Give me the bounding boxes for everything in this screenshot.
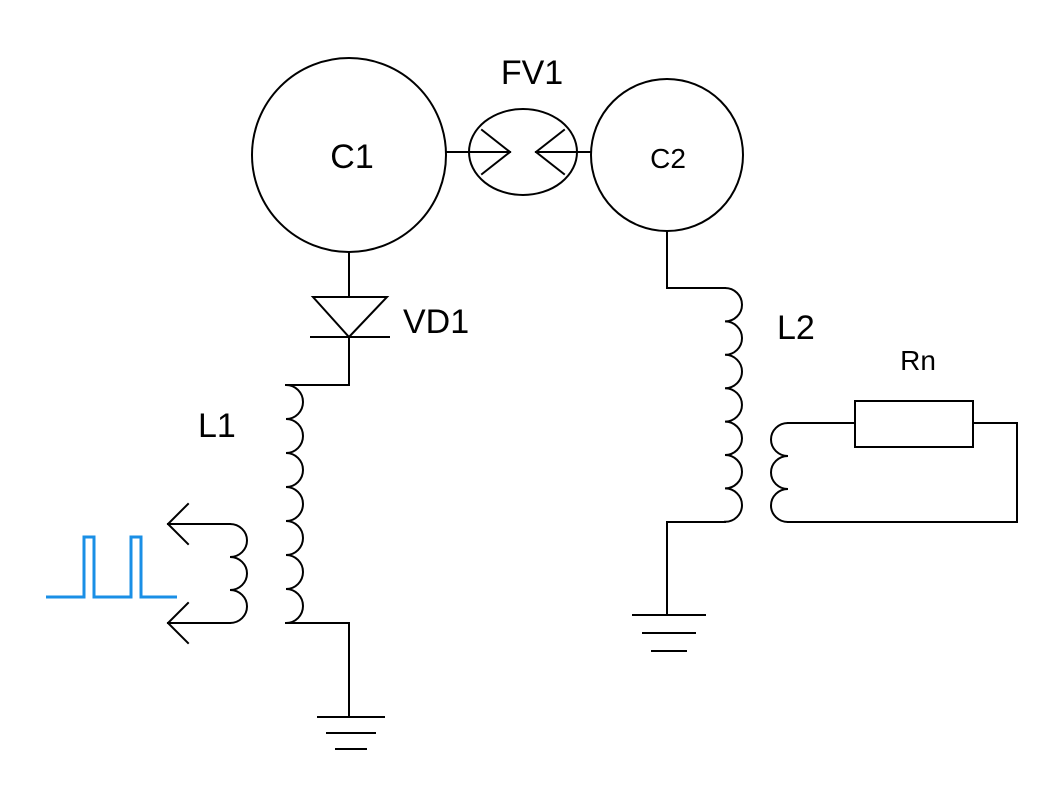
capacitor-c2: C2 [590, 78, 744, 232]
label-fv1: FV1 [501, 54, 563, 92]
output-coupling-coil [770, 421, 1018, 524]
label-l1: L1 [198, 407, 236, 445]
label-c1: C1 [330, 138, 373, 176]
inductor-l1: L1 [198, 383, 350, 718]
diode-icon: VD1 [285, 251, 469, 386]
spark-gap-icon: FV1 [445, 54, 592, 196]
resistor-rn-body [854, 400, 974, 448]
input-coil-icon [228, 522, 248, 625]
ground-icon [317, 716, 385, 750]
capacitor-c1: C1 [251, 57, 447, 253]
label-c2: C2 [650, 143, 686, 174]
output-coil-icon [770, 421, 790, 524]
diode-vd1-triangle [310, 296, 390, 339]
inductor-coil-icon [723, 286, 743, 523]
label-rn: Rn [900, 345, 936, 376]
inductor-l2: L2 [666, 230, 815, 616]
inductor-coil-icon [284, 383, 304, 625]
label-l2: L2 [777, 309, 815, 347]
input-coupling-coil [166, 502, 248, 645]
resistor-icon: Rn [854, 345, 974, 448]
pulse-train-icon [46, 535, 177, 599]
label-vd1: VD1 [403, 303, 469, 341]
ground-icon [632, 614, 706, 652]
